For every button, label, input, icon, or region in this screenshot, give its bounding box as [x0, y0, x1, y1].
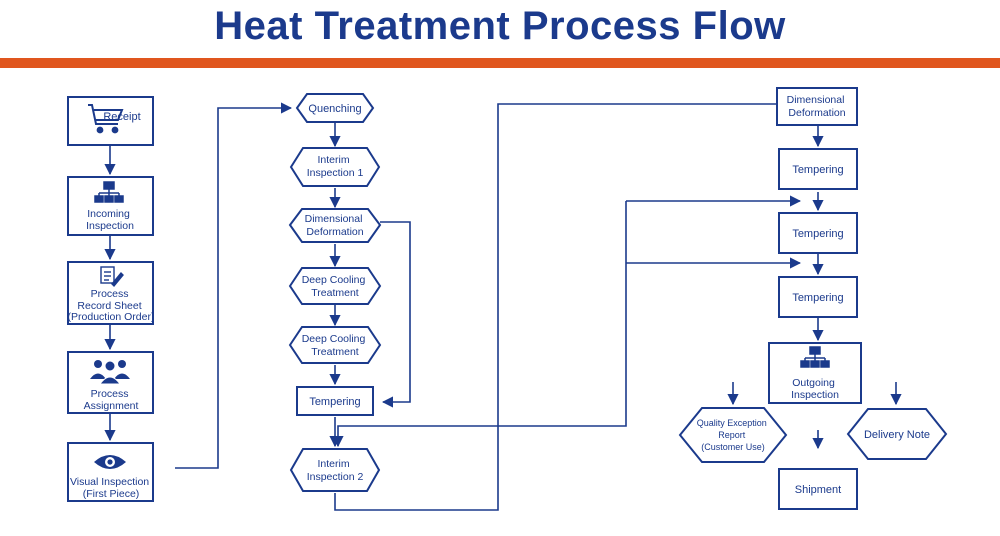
node-dimensional-deformation-1[interactable]: Dimensional Deformation: [288, 208, 382, 243]
node-delivery-note[interactable]: Delivery Note: [846, 408, 948, 460]
node-label: Process Record Sheet (Production Order): [68, 288, 155, 323]
node-shipment[interactable]: Shipment: [778, 468, 858, 510]
shopping-cart-icon: [88, 104, 124, 134]
node-outgoing-inspection[interactable]: Outgoing Inspection: [768, 342, 862, 404]
node-label: Quenching: [308, 103, 361, 115]
title-divider: [0, 58, 1000, 68]
node-interim-inspection-2[interactable]: Interim Inspection 2: [289, 448, 381, 492]
edge-dimdef1-tempering-loop: [380, 221, 411, 408]
node-deep-cooling-1[interactable]: Deep Cooling Treatment: [288, 267, 382, 305]
node-quenching[interactable]: Quenching: [295, 93, 375, 123]
node-label: Deep Cooling Treatment: [302, 274, 369, 299]
node-tempering-middle[interactable]: Tempering: [296, 386, 374, 416]
node-tempering-2[interactable]: Tempering: [778, 212, 858, 254]
node-label: Receipt: [103, 111, 140, 123]
node-deep-cooling-2[interactable]: Deep Cooling Treatment: [288, 326, 382, 364]
node-label: Interim Inspection 1: [307, 154, 364, 179]
middle-column: Quenching Interim Inspection 1 Dimension…: [288, 93, 382, 492]
node-label: Delivery Note: [864, 429, 930, 441]
node-label: Dimensional Deformation: [305, 213, 366, 238]
org-chart-icon: [94, 181, 124, 203]
node-label: Process Assignment: [84, 388, 139, 412]
node-label: Tempering: [792, 228, 843, 240]
node-label: Interim Inspection 2: [307, 458, 364, 483]
node-label: Deep Cooling Treatment: [302, 333, 369, 358]
node-label: Shipment: [795, 484, 841, 496]
eye-icon: [94, 455, 126, 469]
edge-interim2-dimdef2: [334, 103, 776, 511]
node-label: Incoming Inspection: [86, 208, 134, 232]
right-column: Dimensional Deformation Tempering Temper…: [678, 87, 948, 510]
edge-visual-quenching: [175, 102, 293, 469]
node-label: Tempering: [792, 292, 843, 304]
node-label: Outgoing Inspection: [791, 377, 839, 401]
node-label: Tempering: [792, 164, 843, 176]
people-group-icon: [90, 360, 130, 385]
page-title: Heat Treatment Process Flow: [214, 4, 786, 48]
node-dimensional-deformation-2[interactable]: Dimensional Deformation: [776, 87, 858, 126]
org-chart-icon: [800, 346, 830, 368]
node-quality-exception-report[interactable]: Quality Exception Report (Customer Use): [678, 407, 788, 463]
node-label: Visual Inspection (First Piece): [70, 476, 152, 500]
node-process-record-sheet[interactable]: Process Record Sheet (Production Order): [67, 261, 155, 325]
node-process-assignment[interactable]: Process Assignment: [67, 351, 154, 414]
flow-edges: [104, 102, 902, 511]
node-visual-inspection[interactable]: Visual Inspection (First Piece): [67, 442, 154, 502]
left-column: Receipt Incoming Inspection: [67, 96, 155, 502]
node-tempering-1[interactable]: Tempering: [778, 148, 858, 190]
node-incoming-inspection[interactable]: Incoming Inspection: [67, 176, 154, 236]
node-receipt[interactable]: Receipt: [67, 96, 154, 146]
node-tempering-3[interactable]: Tempering: [778, 276, 858, 318]
node-label: Quality Exception Report (Customer Use): [697, 418, 770, 452]
node-interim-inspection-1[interactable]: Interim Inspection 1: [289, 147, 381, 187]
node-label: Tempering: [309, 396, 360, 408]
edge-return-middle: [332, 201, 627, 448]
document-edit-icon: [100, 266, 124, 288]
node-label: Dimensional Deformation: [787, 94, 848, 119]
